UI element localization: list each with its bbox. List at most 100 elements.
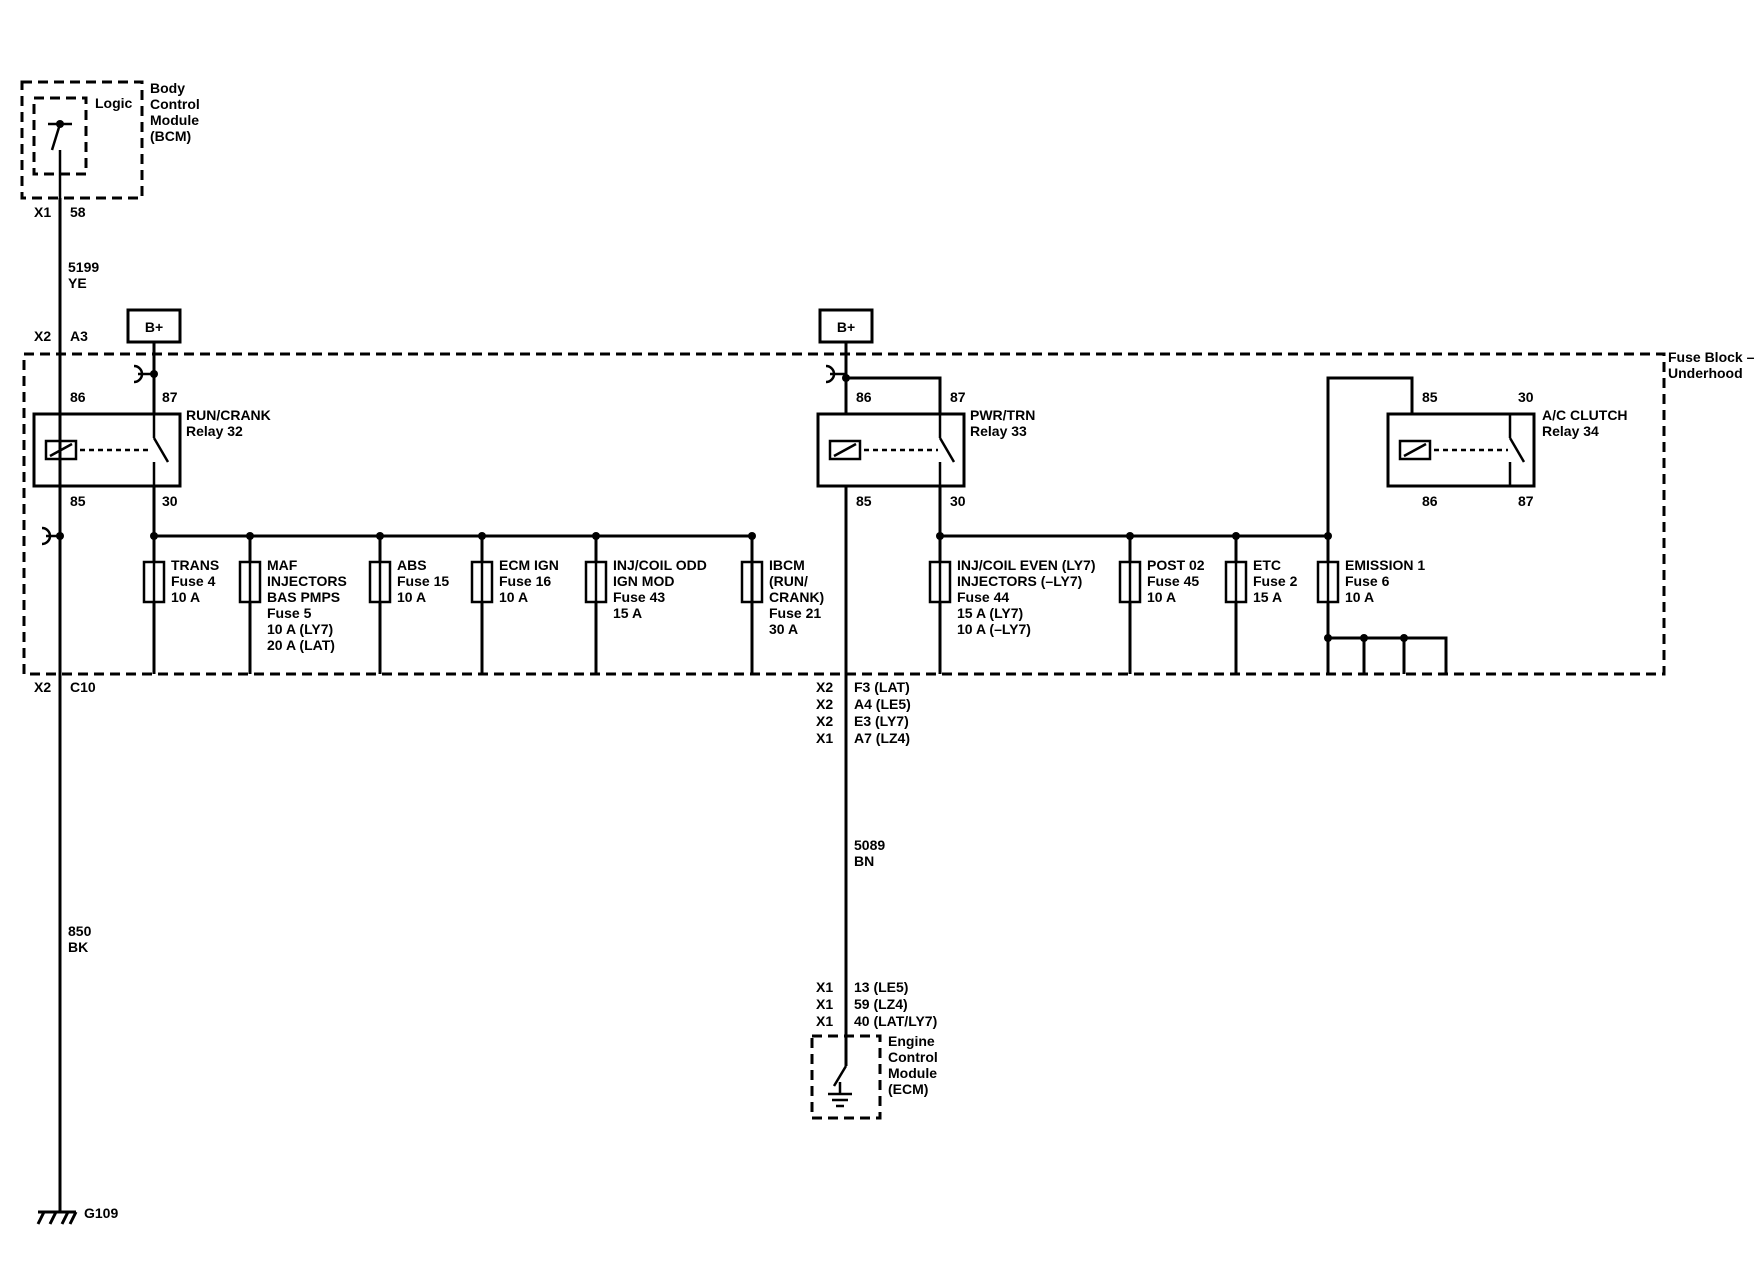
splice-node bbox=[936, 532, 944, 540]
splice-node bbox=[150, 370, 158, 378]
relay34-pin-87: 87 bbox=[1518, 493, 1534, 509]
ecm-bottom-pin-2: 59 (LZ4) bbox=[854, 996, 908, 1012]
wire-5199-color: YE bbox=[68, 275, 87, 291]
relay32-body bbox=[32, 412, 182, 488]
fuse-label-line: 10 A bbox=[1345, 589, 1374, 605]
bcm-title-line-4: (BCM) bbox=[150, 128, 191, 144]
relay34-pin-30: 30 bbox=[1518, 389, 1534, 405]
fuse-label-line: 10 A bbox=[397, 589, 426, 605]
fuse-label-line: 10 A bbox=[171, 589, 200, 605]
b-plus-left-label: B+ bbox=[145, 319, 163, 335]
relay34-pin85-wire bbox=[1326, 376, 1414, 536]
fuse-7: INJ/COIL EVEN (LY7)INJECTORS (–LY7)Fuse … bbox=[928, 532, 1095, 674]
relay34-pin-86: 86 bbox=[1422, 493, 1438, 509]
fuse-label-line: Fuse 21 bbox=[769, 605, 821, 621]
splice-node bbox=[1400, 634, 1408, 642]
relay33-pin87-wire bbox=[846, 376, 942, 414]
fuse-label-line: ETC bbox=[1253, 557, 1281, 573]
fuse-label-line: (RUN/ bbox=[769, 573, 808, 589]
splice-node bbox=[150, 532, 158, 540]
splice-node bbox=[1324, 532, 1332, 540]
relay33-pin-86: 86 bbox=[856, 389, 872, 405]
relay34-name: A/C CLUTCH bbox=[1542, 407, 1628, 423]
splice-node bbox=[376, 532, 384, 540]
bcm-connector: X1 bbox=[34, 204, 51, 220]
splice-node bbox=[1360, 634, 1368, 642]
relay33-number: Relay 33 bbox=[970, 423, 1027, 439]
splice-crossing-icon bbox=[825, 364, 846, 384]
splice-node bbox=[592, 532, 600, 540]
relay34-switch-icon bbox=[1508, 414, 1526, 486]
b-plus-right-box bbox=[818, 308, 874, 344]
ecm-top-connector-1: X2 bbox=[816, 679, 833, 695]
fuse-block-top-pin: A3 bbox=[70, 328, 88, 344]
fuse-label-line: 15 A bbox=[613, 605, 642, 621]
wire-850-circuit: 850 bbox=[68, 923, 92, 939]
bcm-outline bbox=[20, 80, 144, 200]
relay33-pin-85: 85 bbox=[856, 493, 872, 509]
fuse-label-line: 15 A (LY7) bbox=[957, 605, 1023, 621]
fuse-label-line: POST 02 bbox=[1147, 557, 1205, 573]
bcm-logic-label: Logic bbox=[95, 95, 133, 111]
fuse-label-line: Fuse 44 bbox=[957, 589, 1009, 605]
ground-icon bbox=[36, 1210, 78, 1225]
relay-pwr-trn: 86 87 85 30 PWR/TRN Relay 33 bbox=[816, 342, 1035, 509]
ecm-outline bbox=[810, 1034, 882, 1120]
ecm-bottom-connectors: X1 13 (LE5) X1 59 (LZ4) X1 40 (LAT/LY7) bbox=[816, 979, 937, 1029]
ecm-top-pin-3: E3 (LY7) bbox=[854, 713, 909, 729]
fuse-block-title-line-2: Underhood bbox=[1668, 365, 1743, 381]
fuse-label-line: 10 A (–LY7) bbox=[957, 621, 1031, 637]
ecm-bottom-pin-1: 13 (LE5) bbox=[854, 979, 908, 995]
relay34-coil-icon bbox=[1398, 439, 1432, 461]
fuse-label-line: INJ/COIL EVEN (LY7) bbox=[957, 557, 1095, 573]
bcm-switch-icon bbox=[48, 122, 72, 198]
ecm-title-line-1: Engine bbox=[888, 1033, 935, 1049]
ecm-bottom-pin-3: 40 (LAT/LY7) bbox=[854, 1013, 937, 1029]
wire-5089-circuit: 5089 bbox=[854, 837, 885, 853]
fuse-block-bottom-connector: X2 bbox=[34, 679, 51, 695]
fuse-label-line: Fuse 15 bbox=[397, 573, 449, 589]
relay-ac-clutch: 85 30 86 87 A/C CLUTCH Relay 34 bbox=[1326, 376, 1628, 536]
ecm-bottom-connector-3: X1 bbox=[816, 1013, 833, 1029]
b-plus-right-label: B+ bbox=[837, 319, 855, 335]
fuse-block-top-connector: X2 bbox=[34, 328, 51, 344]
ecm-top-connector-3: X2 bbox=[816, 713, 833, 729]
fuse-label-line: 10 A bbox=[499, 589, 528, 605]
wire-850-color: BK bbox=[68, 939, 88, 955]
ecm-top-connector-2: X2 bbox=[816, 696, 833, 712]
fuse-label-line: ECM IGN bbox=[499, 557, 559, 573]
fuse-label-line: 15 A bbox=[1253, 589, 1282, 605]
fuse-label-line: Fuse 2 bbox=[1253, 573, 1298, 589]
bcm-title-line-2: Control bbox=[150, 96, 200, 112]
ecm-title-line-2: Control bbox=[888, 1049, 938, 1065]
fuse-block-bottom-pin: C10 bbox=[70, 679, 96, 695]
ecm-module: Engine Control Module (ECM) bbox=[810, 1033, 938, 1120]
bcm-pin: 58 bbox=[70, 204, 86, 220]
fuse-label-line: Fuse 45 bbox=[1147, 573, 1199, 589]
fuse-label-line: Fuse 43 bbox=[613, 589, 665, 605]
splice-node bbox=[748, 532, 756, 540]
relay33-coil-icon bbox=[828, 439, 862, 461]
wire-5199-circuit: 5199 bbox=[68, 259, 99, 275]
relay34-pin-85: 85 bbox=[1422, 389, 1438, 405]
relay33-name: PWR/TRN bbox=[970, 407, 1035, 423]
splice-node bbox=[478, 532, 486, 540]
relay33-coil-icon bbox=[833, 442, 857, 458]
fuse-label-line: INJECTORS bbox=[267, 573, 347, 589]
fuse-label-line: IBCM bbox=[769, 557, 805, 573]
relay32-name: RUN/CRANK bbox=[186, 407, 271, 423]
ecm-top-connector-4: X1 bbox=[816, 730, 833, 746]
fuse-label-line: 30 A bbox=[769, 621, 798, 637]
bcm-module: Logic Body Control Module (BCM) X1 58 bbox=[20, 80, 200, 220]
relay32-switch-icon bbox=[152, 414, 170, 486]
relay32-pin-87: 87 bbox=[162, 389, 178, 405]
